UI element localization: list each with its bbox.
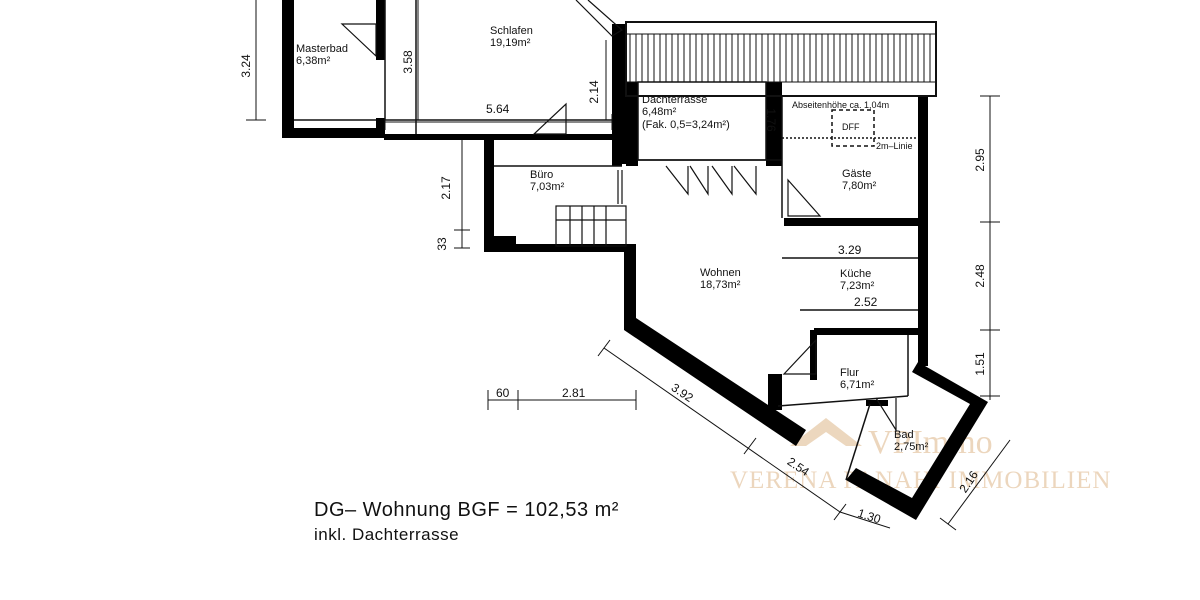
watermark-logo: VPImmo (868, 424, 993, 461)
wall (376, 118, 385, 138)
wall (918, 96, 928, 366)
wall (814, 328, 920, 335)
dim-tick (597, 339, 611, 357)
dim-tick (743, 437, 757, 455)
room-area-gaeste: 7,80m² (842, 180, 877, 192)
dim-label: 1.30 (856, 506, 883, 527)
wall (484, 140, 494, 252)
room-area-flur: 6,71m² (840, 379, 875, 391)
roof-outline (625, 21, 937, 97)
dimension-lines (246, 0, 1011, 531)
wall (484, 236, 516, 252)
wall (784, 218, 924, 226)
dim-label: 2.95 (973, 148, 987, 172)
dim-label: 1.51 (973, 352, 987, 376)
dim-tick (939, 517, 957, 531)
roof-hatching (625, 21, 937, 97)
room-area-wohnen: 18,73m² (700, 279, 741, 291)
note-2m-linie: 2m–Linie (876, 141, 913, 151)
room-labels: Masterbad 6,38m² Schlafen 19,19m² Dachte… (296, 25, 929, 453)
room-area-schlafen: 19,19m² (490, 37, 531, 49)
wall-line (777, 395, 909, 407)
dim-label: 5.64 (486, 102, 510, 116)
dim-label: 3.58 (401, 50, 415, 74)
room-name-flur: Flur (840, 367, 859, 379)
wall (866, 400, 888, 406)
dim-label: 2.81 (562, 386, 586, 400)
watermark: VPImmo VERENA PANAHI IMMOBILIEN (730, 418, 1110, 494)
room-name-buero: Büro (530, 169, 553, 181)
dim-label: 2.17 (439, 176, 453, 200)
stair-outline (555, 205, 627, 247)
wall (282, 128, 384, 138)
room-area-buero: 7,03m² (530, 181, 565, 193)
dim-label: 3.24 (239, 54, 253, 78)
doors (340, 0, 897, 433)
wall (768, 374, 782, 410)
plan-title: DG– Wohnung BGF = 102,53 m² (314, 499, 619, 521)
dff-box (831, 109, 875, 147)
wall (626, 82, 638, 166)
dim-label: 2.48 (973, 264, 987, 288)
room-name-gaeste: Gäste (842, 168, 871, 180)
door-swing (340, 23, 377, 58)
wall (282, 0, 294, 138)
room-area-kueche: 7,23m² (840, 280, 875, 292)
dim-label: 2.14 (587, 80, 601, 104)
dim-label: 3.29 (838, 243, 862, 257)
room-area-masterbad: 6,38m² (296, 55, 331, 67)
dim-label: 60 (496, 386, 510, 400)
wall (612, 24, 626, 164)
plan-subtitle: inkl. Dachterrasse (314, 525, 459, 544)
dim-label: 1.76 (764, 108, 778, 132)
walls (282, 0, 988, 520)
dim-label: 2.52 (854, 295, 878, 309)
wall (624, 244, 806, 446)
room-area-bad: 2,75m² (894, 441, 929, 453)
room-name-bad: Bad (894, 429, 914, 441)
dim-line (839, 511, 891, 529)
dim-label: 3.92 (669, 380, 696, 405)
wall (384, 134, 636, 140)
plan-title-block: DG– Wohnung BGF = 102,53 m² inkl. Dachte… (314, 499, 619, 544)
dim-line (603, 347, 841, 513)
note-abseite: Abseitenhöhe ca. 1,04m (792, 100, 889, 110)
room-name-dachterrasse: Dachterrasse (642, 94, 707, 106)
room-name-schlafen: Schlafen (490, 25, 533, 37)
plan-notes: Abseitenhöhe ca. 1,04m DFF 2m–Linie (792, 100, 913, 151)
door-swing (787, 178, 822, 217)
door-swing (875, 397, 897, 433)
dim-line (947, 439, 1011, 525)
wall-line (845, 403, 871, 481)
wall (846, 362, 988, 520)
wall (766, 82, 782, 166)
room-name-kueche: Küche (840, 268, 871, 280)
note-dff: DFF (842, 122, 860, 132)
room-area-dachterrasse: 6,48m² (642, 106, 677, 118)
door-swing (782, 338, 817, 375)
wall (376, 0, 385, 60)
staircase (555, 205, 627, 247)
door-swing (575, 0, 624, 37)
watermark-roof-icon (790, 418, 862, 446)
door-swing (665, 165, 757, 197)
room-name-wohnen: Wohnen (700, 267, 741, 279)
dimension-labels: 3.24 3.58 5.64 2.14 1.76 2.17 33 2.95 3.… (239, 50, 987, 527)
room-name-masterbad: Masterbad (296, 43, 348, 55)
dim-label: 33 (435, 237, 449, 251)
door-swing (532, 102, 567, 135)
wall (810, 330, 817, 380)
room-factor-dachterrasse: (Fak. 0,5=3,24m²) (642, 119, 730, 131)
wall (514, 244, 636, 252)
